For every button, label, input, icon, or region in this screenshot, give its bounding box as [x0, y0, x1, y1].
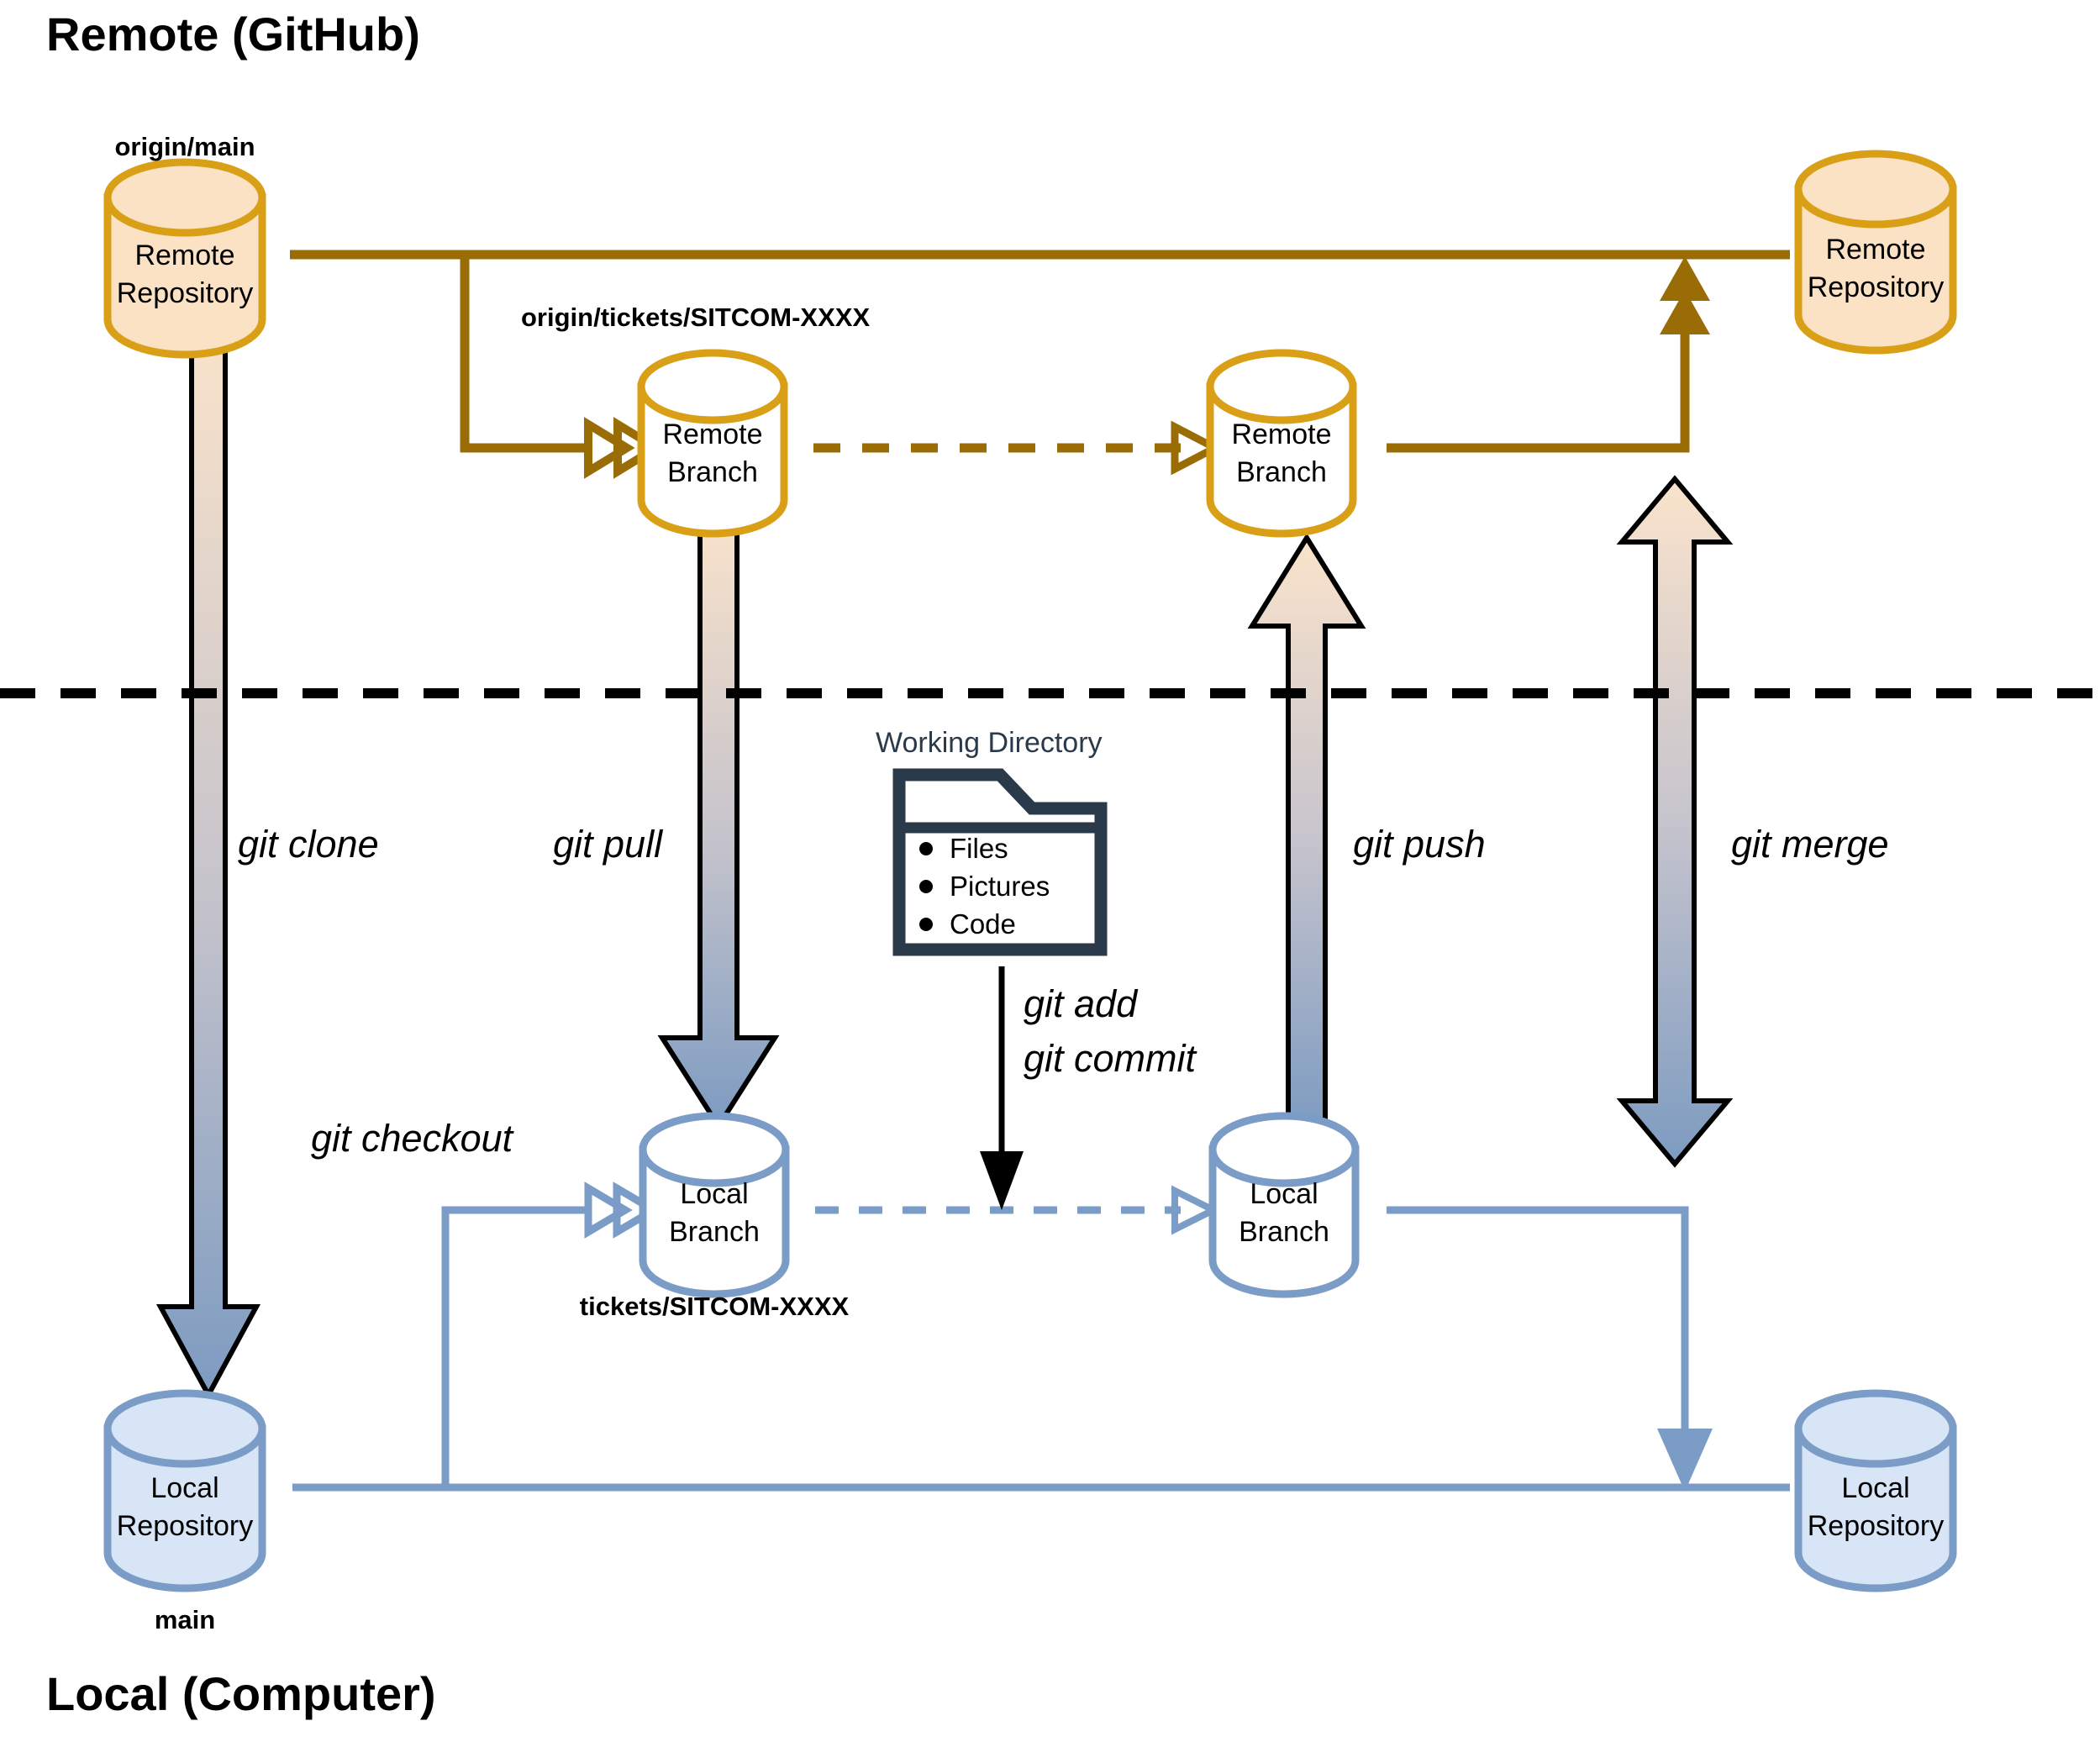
node-label-line2: Repository — [1808, 271, 1945, 303]
node-label-line2: Repository — [117, 1510, 254, 1542]
bullet-icon — [919, 918, 933, 931]
remote-branch-out-line — [460, 255, 588, 453]
label-git-push: git push — [1353, 823, 1486, 866]
local-zone-title: Local (Computer) — [46, 1667, 436, 1720]
working-directory-items: Files Pictures Code — [919, 833, 1050, 939]
git-push-arrow — [1247, 533, 1366, 1133]
node-label-line2: Branch — [1239, 1216, 1329, 1248]
bullet-icon — [919, 880, 933, 893]
remote-checkout-arrowhead — [584, 417, 665, 479]
label-git-add: git add — [1024, 982, 1139, 1025]
node-label-line1: Local — [150, 1472, 218, 1504]
tag-origin-ticket: origin/tickets/SITCOM-XXXX — [521, 303, 870, 332]
node-label-line1: Local — [680, 1178, 748, 1210]
git-add-commit-arrow — [980, 966, 1024, 1210]
label-git-pull: git pull — [553, 823, 664, 866]
node-remote-branch-left[interactable]: Remote Branch — [637, 349, 788, 538]
node-label-line1: Remote — [1231, 418, 1331, 450]
node-local-branch-left[interactable]: Local Branch — [639, 1112, 790, 1298]
node-local-repository-right[interactable]: Local Repository — [1794, 1389, 1957, 1592]
node-label-line1: Remote — [134, 239, 234, 271]
wd-item-1: Pictures — [950, 871, 1050, 902]
node-local-repository-left[interactable]: Local Repository — [1, 24, 266, 1592]
remote-merge-arrowhead — [1660, 256, 1710, 334]
folder-icon — [892, 768, 1108, 956]
tag-local-main: main — [155, 1605, 215, 1634]
node-remote-repository-left[interactable]: Remote Repository — [103, 158, 266, 359]
node-label-line2: Branch — [667, 456, 758, 488]
remote-merge-up-line — [1387, 269, 1690, 453]
node-label-line1: Remote — [662, 418, 762, 450]
local-checkout-line — [441, 1206, 588, 1487]
node-label-line2: Branch — [669, 1216, 760, 1248]
local-merge-arrowhead — [1657, 1429, 1713, 1492]
label-git-checkout: git checkout — [311, 1117, 515, 1160]
node-label-line2: Repository — [117, 277, 254, 309]
git-clone-arrow — [155, 325, 261, 1401]
wd-item-0: Files — [950, 833, 1008, 864]
tag-origin-main: origin/main — [114, 132, 255, 161]
label-git-clone: git clone — [238, 823, 379, 866]
remote-dashed-arrowhead — [1171, 420, 1224, 476]
git-merge-arrow — [1616, 475, 1734, 1168]
local-checkout-arrowhead — [584, 1182, 661, 1239]
local-dashed-arrowhead — [1171, 1185, 1221, 1235]
node-label-line1: Remote — [1825, 234, 1925, 266]
label-git-commit: git commit — [1024, 1037, 1198, 1080]
local-merge-down-line — [1387, 1206, 1689, 1466]
node-label-line1: Local — [1841, 1472, 1909, 1504]
node-label-line1: Local — [1250, 1178, 1318, 1210]
node-label-line2: Repository — [1808, 1510, 1945, 1542]
label-git-merge: git merge — [1731, 823, 1889, 866]
git-pull-arrow — [657, 510, 780, 1131]
node-label-line2: Branch — [1236, 456, 1327, 488]
tag-local-ticket: tickets/SITCOM-XXXX — [580, 1292, 850, 1321]
node-local-branch-right[interactable]: Local Branch — [1208, 1112, 1360, 1298]
node-remote-repository-right[interactable]: Remote Repository — [1794, 150, 1957, 355]
working-directory-title: Working Directory — [876, 727, 1103, 759]
node-remote-branch-right[interactable]: Remote Branch — [1206, 349, 1357, 538]
wd-item-2: Code — [950, 908, 1016, 939]
remote-zone-title: Remote (GitHub) — [46, 8, 420, 61]
bullet-icon — [919, 842, 933, 855]
